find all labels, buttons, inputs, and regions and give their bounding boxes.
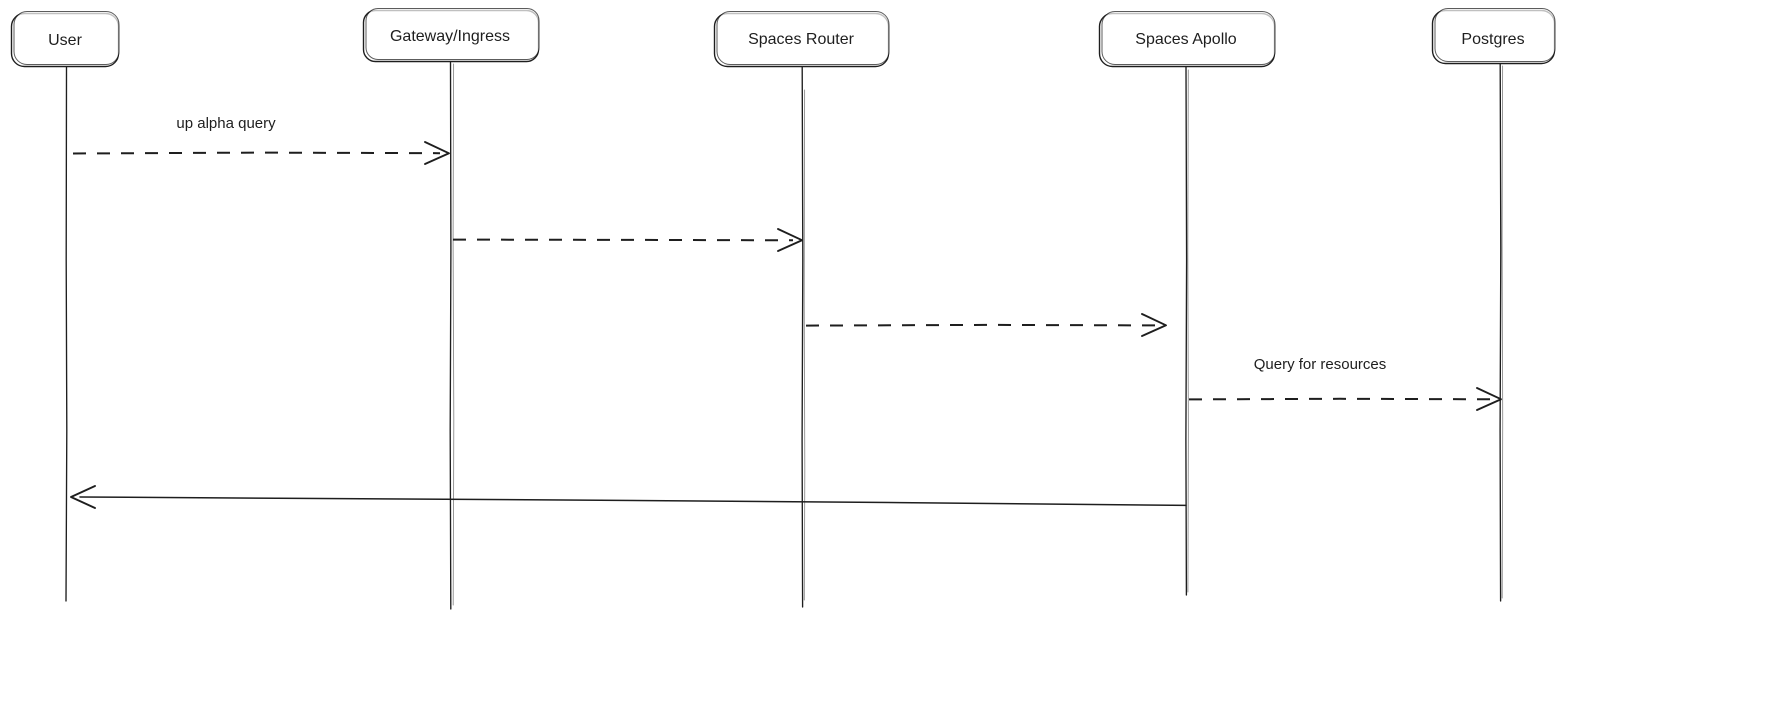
participant-label: User xyxy=(48,32,82,49)
participant-label: Spaces Router xyxy=(748,31,855,48)
message-label: Query for resources xyxy=(1254,356,1387,373)
participant-postgres[interactable]: Postgres xyxy=(1431,8,1556,65)
participant-gateway-ingress[interactable]: Gateway/Ingress xyxy=(362,8,540,63)
lifeline-spaces-router xyxy=(801,66,804,608)
message-response-to-user[interactable] xyxy=(70,485,1187,509)
lifeline-gateway xyxy=(449,61,452,610)
arrow-head-right xyxy=(1476,387,1502,411)
participant-box-ghost xyxy=(1101,11,1276,65)
lifeline-postgres-ghost xyxy=(1501,65,1504,599)
participant-user[interactable]: User xyxy=(10,11,120,68)
participant-box-ghost xyxy=(1434,8,1556,62)
lifeline-postgres xyxy=(1499,63,1502,602)
participant-label: Spaces Apollo xyxy=(1135,31,1237,48)
lifeline-gateway-ghost xyxy=(452,63,455,606)
arrow-head-left xyxy=(70,485,96,509)
message-line xyxy=(1188,397,1494,401)
lifelines-group xyxy=(65,61,1504,610)
participants-group: User Gateway/Ingress Spaces Router Space… xyxy=(10,8,1556,68)
message-label: up alpha query xyxy=(176,115,276,132)
lifeline-spaces-apollo-ghost xyxy=(1187,69,1189,593)
message-line xyxy=(805,323,1159,327)
message-line xyxy=(452,238,794,242)
arrow-head-right xyxy=(777,228,803,252)
message-line xyxy=(79,496,1187,507)
participant-box-ghost xyxy=(716,11,890,65)
arrow-head-right xyxy=(424,141,450,165)
participant-label: Gateway/Ingress xyxy=(390,28,510,45)
message-line xyxy=(72,151,441,155)
lifeline-spaces-router-ghost xyxy=(803,89,806,601)
message-router-to-apollo[interactable] xyxy=(805,313,1167,337)
arrow-head-right xyxy=(1141,313,1167,337)
participant-label: Postgres xyxy=(1461,31,1524,48)
message-gateway-to-router[interactable] xyxy=(452,228,803,252)
lifeline-spaces-apollo xyxy=(1185,66,1188,596)
messages-group: up alpha query Query for resources xyxy=(70,115,1502,509)
lifeline-user xyxy=(65,66,68,602)
participant-box-ghost xyxy=(13,11,120,65)
participant-spaces-router[interactable]: Spaces Router xyxy=(713,11,890,68)
message-up-alpha-query[interactable]: up alpha query xyxy=(72,115,450,165)
participant-spaces-apollo[interactable]: Spaces Apollo xyxy=(1098,11,1276,68)
participant-box-ghost xyxy=(365,8,540,60)
message-query-for-resources[interactable]: Query for resources xyxy=(1188,356,1502,411)
